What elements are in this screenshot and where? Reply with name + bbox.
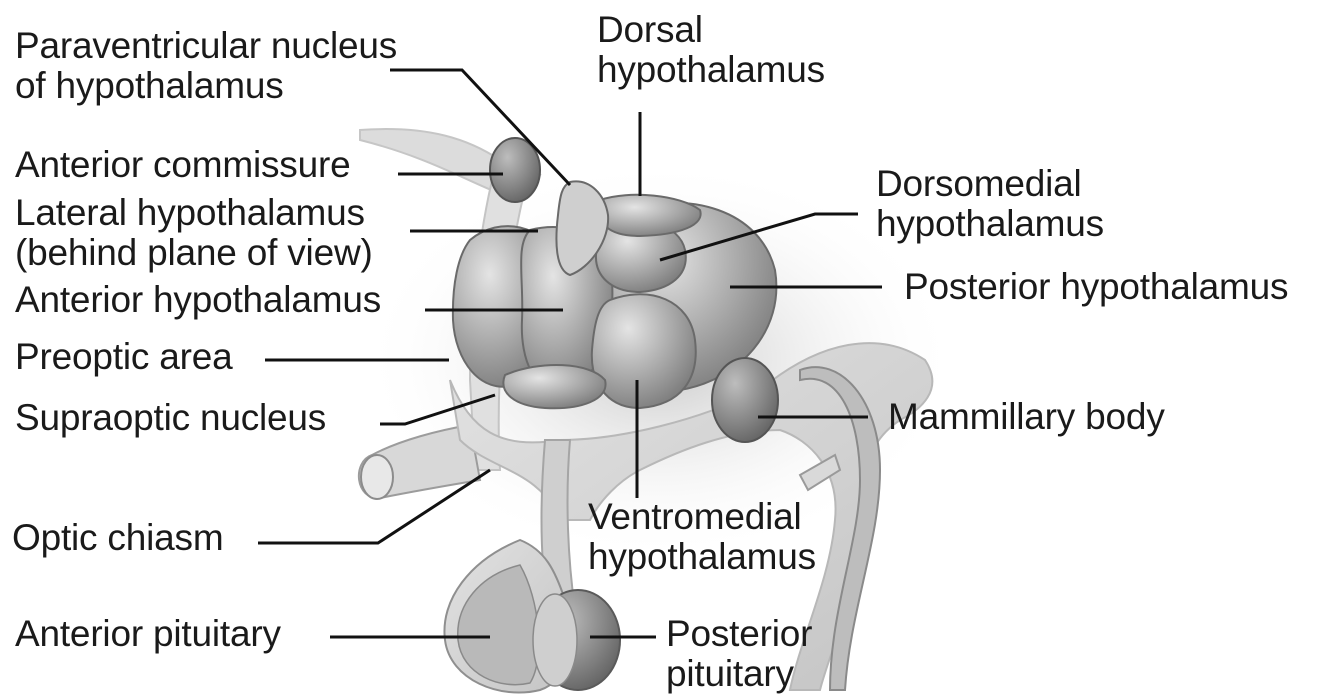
label-lateral: Lateral hypothalamus (behind plane of vi… [15,193,373,273]
label-paraventricular-line1: Paraventricular nucleus [15,26,397,66]
ventromedial-lobe [592,294,696,408]
optic-nerve-cut [361,455,393,499]
label-dorsal: Dorsal hypothalamus [597,10,825,90]
label-anterior-hypothalamus: Anterior hypothalamus [15,280,381,320]
label-ventromedial-line2: hypothalamus [588,537,816,577]
label-anterior-pituitary: Anterior pituitary [15,614,281,654]
label-posterior-pituitary: Posterior pituitary [666,614,812,694]
label-paraventricular-line2: of hypothalamus [15,66,397,106]
supraoptic-lobe [503,365,605,408]
label-posterior-pituitary-line1: Posterior [666,614,812,654]
label-paraventricular: Paraventricular nucleus of hypothalamus [15,26,397,106]
label-optic-chiasm: Optic chiasm [12,518,223,558]
mammillary-body-shape [712,358,778,442]
label-dorsal-line1: Dorsal [597,10,825,50]
label-dorsal-line2: hypothalamus [597,50,825,90]
label-lateral-line1: Lateral hypothalamus [15,193,373,233]
label-dorsomedial-line1: Dorsomedial [876,164,1104,204]
label-lateral-line2: (behind plane of view) [15,233,373,273]
label-dorsomedial-line2: hypothalamus [876,204,1104,244]
label-ventromedial: Ventromedial hypothalamus [588,497,816,577]
label-preoptic: Preoptic area [15,337,232,377]
label-mammillary: Mammillary body [888,397,1165,437]
label-dorsomedial: Dorsomedial hypothalamus [876,164,1104,244]
label-ventromedial-line1: Ventromedial [588,497,816,537]
label-anterior-commissure: Anterior commissure [15,145,350,185]
anterior-commissure-shape [490,138,540,202]
posterior-pituitary-rim [533,594,577,686]
label-posterior-pituitary-line2: pituitary [666,654,812,694]
label-supraoptic: Supraoptic nucleus [15,398,326,438]
label-posterior-hypothalamus: Posterior hypothalamus [904,267,1288,307]
